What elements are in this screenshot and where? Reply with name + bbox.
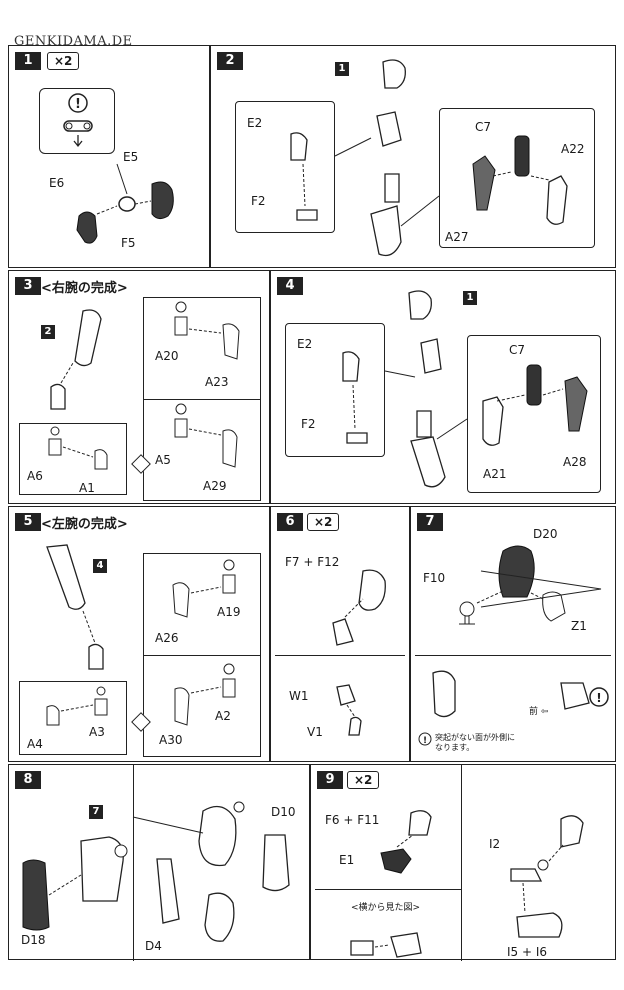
ref-step-tag: 2	[41, 325, 55, 339]
detail-box-right	[439, 108, 595, 248]
divider	[143, 399, 261, 400]
part-label: A5	[155, 453, 171, 467]
step-1-illustration	[76, 163, 174, 244]
step-5-panel: 5 <左腕の完成> 4 A19 A26 A2 A30 A4 A3	[8, 506, 270, 762]
part-label: A4	[27, 737, 43, 751]
step-number: 4	[277, 277, 303, 295]
part-label: A21	[483, 467, 507, 481]
ref-step-tag: 1	[463, 291, 477, 305]
part-label: A22	[561, 142, 585, 156]
divider	[415, 655, 611, 656]
part-label: I2	[489, 837, 501, 851]
side-view-caption: <横から見た図>	[351, 903, 421, 913]
part-label: A19	[217, 605, 241, 619]
part-label: A6	[27, 469, 43, 483]
part-label: A27	[445, 230, 469, 244]
quantity-badge: ×2	[47, 52, 80, 70]
assembly-note: 突起がない面が外側に なります。	[435, 733, 515, 752]
ref-step-tag: 4	[93, 559, 107, 573]
detail-box-left	[235, 101, 335, 233]
step-number: 7	[417, 513, 443, 531]
ref-step-tag: 1	[335, 62, 349, 76]
caution-icon	[589, 687, 609, 707]
step-3-panel: 3 <右腕の完成> 2 A20 A23 A5 A29 A6 A1	[8, 270, 270, 504]
part-label: A30	[159, 733, 183, 747]
part-label: D20	[533, 527, 558, 541]
part-label: E5	[123, 150, 139, 164]
divider	[143, 655, 261, 656]
step-title: <右腕の完成>	[41, 281, 128, 296]
step-1-panel: 1 ×2 ! E5 E6 F5	[8, 45, 210, 268]
part-label: A3	[89, 725, 105, 739]
part-label: D10	[271, 805, 296, 819]
svg-text:!: !	[423, 736, 427, 746]
svg-text:!: !	[75, 97, 81, 112]
part-label: C7	[475, 120, 492, 134]
part-label: Z1	[571, 619, 587, 633]
step-6-illustration	[332, 569, 386, 736]
step-title: <左腕の完成>	[41, 517, 128, 532]
part-label: C7	[509, 343, 526, 357]
joint-box	[19, 681, 127, 755]
step-number: 2	[217, 52, 243, 70]
part-label: I5 + I6	[507, 945, 548, 959]
warning-box: !	[39, 88, 115, 154]
step-7-panel: 7 ! ! D20 F10 Z1 突起がない面が外側に なります。 前 ⇦	[410, 506, 616, 762]
part-label: E2	[297, 337, 313, 351]
step-number: 5	[15, 513, 41, 531]
divider	[133, 765, 134, 961]
step-number: 6	[277, 513, 303, 531]
step-6-panel: 6 ×2 F7 + F12 W1 V1	[270, 506, 410, 762]
part-label: A26	[155, 631, 179, 645]
part-label: A2	[215, 709, 231, 723]
part-label: F2	[301, 417, 316, 431]
part-label: E6	[49, 176, 65, 190]
step-2-illustration	[290, 59, 568, 257]
step-5-illustration	[46, 544, 236, 726]
part-label: D18	[21, 933, 46, 947]
joint-box	[19, 423, 127, 495]
part-label: A20	[155, 349, 179, 363]
part-label: F5	[121, 236, 136, 250]
step-4-panel: 4 1 E2 F2 C7 A21 A28	[270, 270, 616, 504]
front-direction-label: 前 ⇦	[529, 707, 549, 717]
step-9-panel: 9 ×2 F6 + F11 E1 I2 I5 + I6 <横から見た図>	[310, 764, 616, 961]
part-label: F7 + F12	[285, 555, 340, 569]
part-label: A28	[563, 455, 587, 469]
step-7-illustration: ! !	[418, 545, 609, 746]
quantity-badge: ×2	[347, 771, 380, 789]
step-4-illustration	[342, 290, 588, 488]
part-label: A1	[79, 481, 95, 495]
step-8-illustration	[22, 801, 290, 942]
step-9-illustration	[350, 810, 584, 958]
step-2-panel: 2 1 E2 F2 C7 A22 A27	[210, 45, 616, 268]
detail-box-left	[285, 323, 385, 457]
part-label: E2	[247, 116, 263, 130]
part-label: F2	[251, 194, 266, 208]
step-number: 1	[15, 52, 41, 70]
ref-step-tag: 7	[89, 805, 103, 819]
part-label: D4	[145, 939, 162, 953]
part-label: A29	[203, 479, 227, 493]
part-label: W1	[289, 689, 309, 703]
divider	[461, 765, 462, 961]
part-label: V1	[307, 725, 323, 739]
step-number: 8	[15, 771, 41, 789]
step-8-panel: 8 7 D18 D10 D4	[8, 764, 310, 961]
part-label: F6 + F11	[325, 813, 380, 827]
step-number: 9	[317, 771, 343, 789]
divider	[315, 889, 461, 890]
quantity-badge: ×2	[307, 513, 340, 531]
step-number: 3	[15, 277, 41, 295]
part-label: E1	[339, 853, 355, 867]
svg-text:!: !	[596, 691, 601, 705]
part-label: A23	[205, 375, 229, 389]
divider	[275, 655, 405, 656]
caution-icon: !	[63, 93, 93, 148]
step-3-illustration	[48, 301, 240, 470]
part-label: F10	[423, 571, 446, 585]
